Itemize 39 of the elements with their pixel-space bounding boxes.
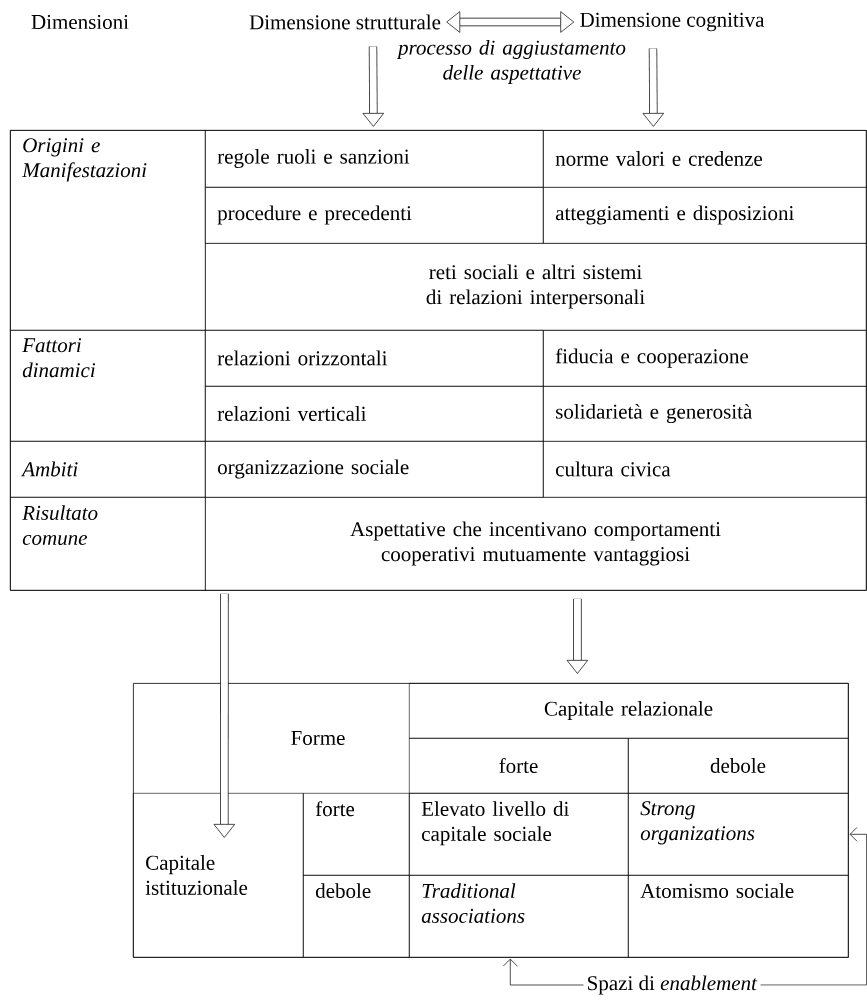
table-cell: forte xyxy=(303,793,410,876)
table-cell: fiducia e cooperazione xyxy=(543,330,867,387)
arrow xyxy=(213,593,235,838)
arrow xyxy=(446,11,575,33)
table-cell: Atomismo sociale xyxy=(628,875,849,958)
table-cell: Capitale relazionale xyxy=(409,683,849,739)
table-cell: atteggiamenti e disposizioni xyxy=(543,187,867,244)
table-cell: debole xyxy=(628,738,849,794)
table-cell: relazioni orizzontali xyxy=(205,330,544,387)
table-cell: Strong organizations xyxy=(628,793,849,876)
table-cell: regole ruoli e sanzioni xyxy=(205,130,544,188)
text-label: processo di aggiustamento delle aspettative xyxy=(396,40,626,85)
arrow xyxy=(362,46,385,127)
dimension-label: Dimensione strutturale xyxy=(249,14,441,30)
arrow xyxy=(760,826,867,986)
table-cell: Fattori dinamici xyxy=(10,330,206,442)
table-cell: Risultato comune xyxy=(10,497,206,591)
dimension-label: Dimensione cognitiva xyxy=(580,12,765,32)
table-cell: Capitale istituzionale xyxy=(133,793,304,958)
arrow xyxy=(502,958,584,986)
arrow xyxy=(566,598,589,674)
table-cell: cultura civica xyxy=(543,441,867,498)
table-cell: norme valori e credenze xyxy=(543,130,867,188)
arrow xyxy=(642,48,665,127)
table-cell: organizzazione sociale xyxy=(205,441,544,498)
table-cell: Origini e Manifestazioni xyxy=(10,130,206,331)
text-label: Forme xyxy=(291,731,345,745)
dimension-label: Spazi di enablement xyxy=(588,975,758,995)
table-cell: Ambiti xyxy=(10,441,206,498)
table-cell: Traditional associations xyxy=(409,875,629,958)
table-cell: relazioni verticali xyxy=(205,386,544,442)
table-cell: debole xyxy=(303,875,410,958)
table-cell: Elevato livello di capitale sociale xyxy=(409,793,629,876)
table-cell: forte xyxy=(409,738,629,794)
table-cell: solidarietà e generosità xyxy=(543,386,867,442)
table-cell: procedure e precedenti xyxy=(205,187,544,244)
text-label: Dimensioni xyxy=(31,14,129,30)
table-cell: reti sociali e altri sistemi di relazioni interpersonali xyxy=(205,243,867,331)
table-cell: Aspettative che incentivano comportamenti cooperativi mutuamente vantaggiosi xyxy=(205,497,867,591)
